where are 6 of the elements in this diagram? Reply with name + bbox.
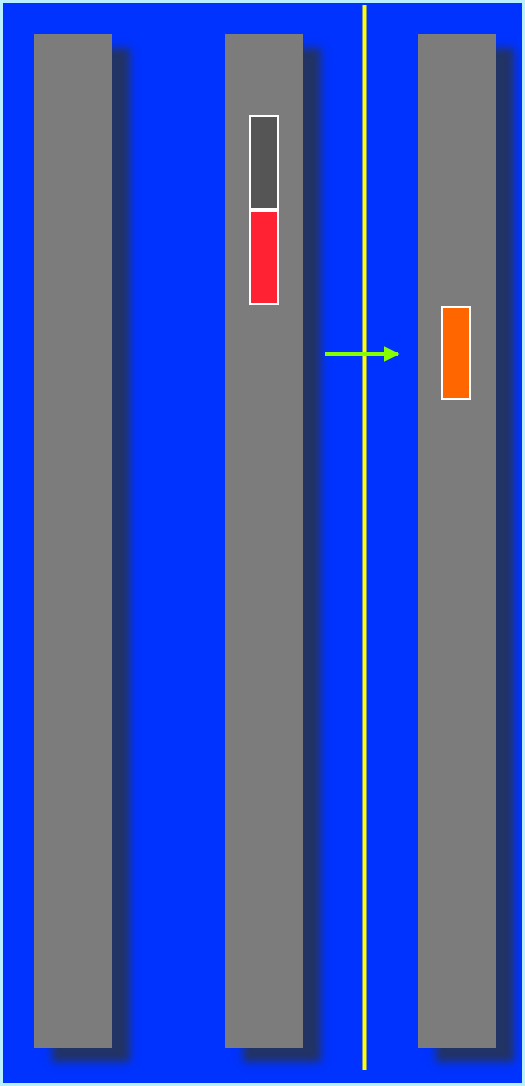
lane-bar [34, 34, 112, 1048]
lane-bar [418, 34, 496, 1048]
block [249, 210, 279, 305]
block [441, 306, 471, 400]
block [249, 115, 279, 210]
lane-bar [225, 34, 303, 1048]
